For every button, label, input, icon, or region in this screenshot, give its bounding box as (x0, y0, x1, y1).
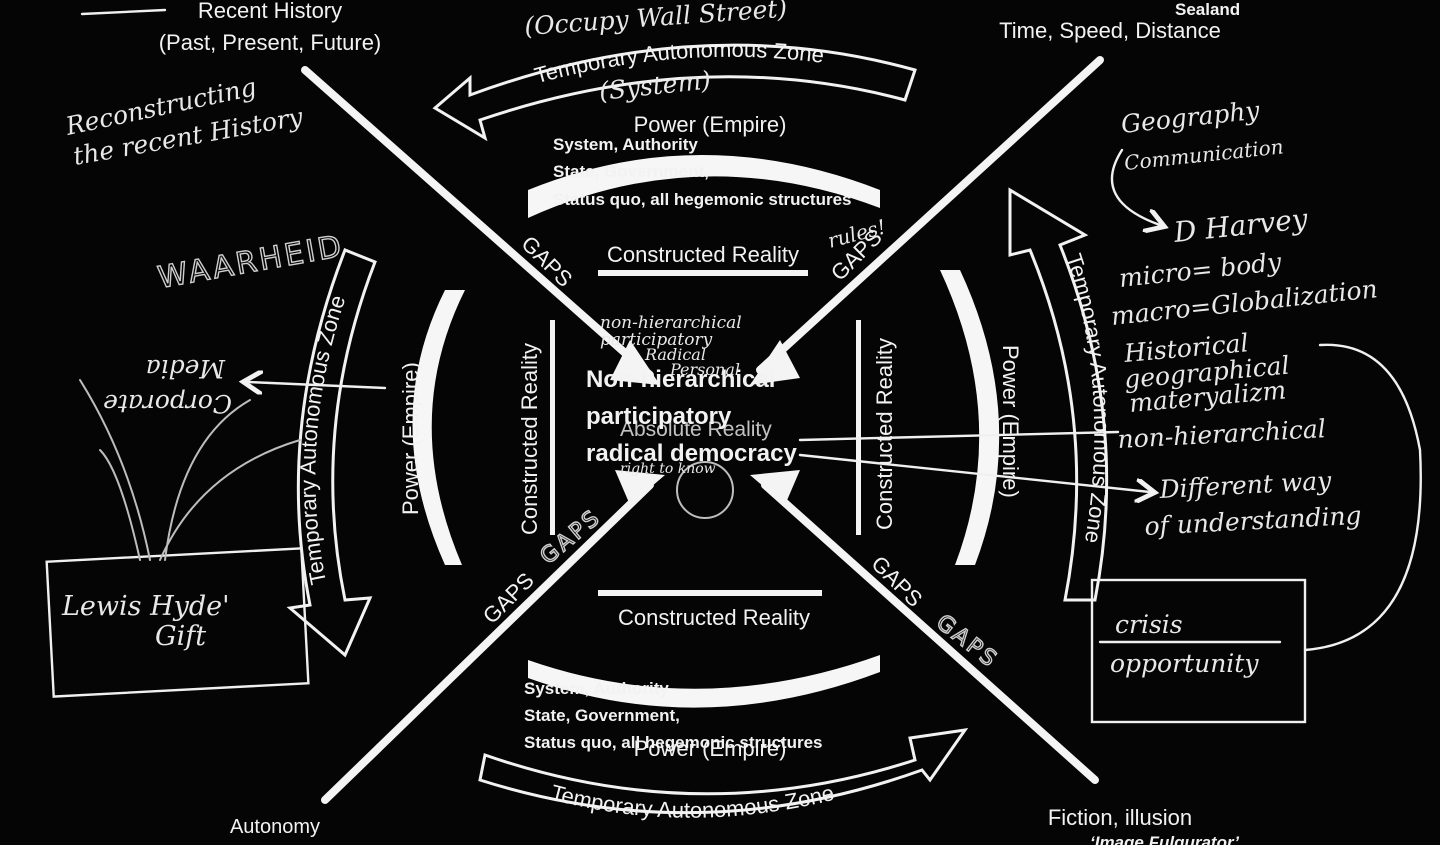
svg-text:Different way: Different way (1158, 466, 1333, 504)
taz-arrow-right (1008, 187, 1109, 602)
top-left-dash (80, 8, 167, 16)
line-to-nonhier (798, 430, 1120, 442)
note-nonhier-small: non-hierarchical participatory Radical P… (600, 313, 742, 379)
svg-text:Status quo, all hegemonic stru: Status quo, all hegemonic structures (524, 733, 823, 752)
taz-arrow-left (286, 248, 377, 658)
power-label-left: Power (Empire) (398, 362, 423, 515)
svg-text:System, Authority: System, Authority (553, 135, 698, 154)
svg-text:non-hierarchical: non-hierarchical (600, 313, 742, 333)
svg-text:radical democracy: radical democracy (586, 440, 797, 467)
svg-text:Status quo, all hegemonic stru: Status quo, all hegemonic structures (553, 190, 852, 209)
constructed-bar-bottom (598, 590, 822, 596)
svg-text:System, Authority: System, Authority (524, 679, 669, 698)
taz-label-right: Temporary Autonomous Zone (1061, 251, 1114, 546)
power-bracket-bottom (528, 655, 880, 708)
svg-text:Radical: Radical (644, 345, 706, 364)
note-corporate: Corporate (103, 389, 232, 418)
arrowhead-tl (610, 340, 660, 385)
diagonal-line-tl (301, 66, 654, 379)
arrow-to-different-way (798, 453, 1150, 492)
svg-text:non-hierarchical: non-hierarchical (1117, 414, 1327, 454)
note-media: Media (146, 354, 226, 383)
constructed-bar-right (856, 320, 861, 535)
arrowhead-bl (615, 470, 665, 505)
note-lewis-hyde: Lewis Hyde' (61, 591, 230, 622)
absolute-reality: Absolute Reality (620, 418, 772, 441)
taz-arrow-bottom (478, 728, 969, 815)
svg-text:of understanding: of understanding (1144, 501, 1362, 541)
taz-arrow-top (432, 43, 917, 142)
note-occupy: (Occupy Wall Street) (523, 0, 788, 41)
diagonal-line-tr (756, 56, 1104, 374)
constructed-label-top: Constructed Reality (607, 242, 799, 267)
taz-label-left: Temporary Autonomous Zone (295, 292, 350, 587)
power-label-right: Power (Empire) (998, 345, 1023, 498)
system-block-top: System, Authority State, Government, Sta… (553, 135, 852, 209)
corner-top-right: Time, Speed, Distance (999, 18, 1221, 43)
power-bracket-right (940, 270, 1000, 565)
power-bracket-top (528, 155, 880, 218)
chalk-sprouts (79, 379, 301, 561)
note-gift: Gift (155, 621, 206, 652)
note-right-to-know: right to know (620, 461, 716, 477)
svg-text:Personal: Personal (669, 360, 740, 379)
system-block-bottom: System, Authority State, Government, Sta… (524, 679, 823, 752)
svg-text:State, Government,: State, Government, (524, 706, 680, 725)
note-crisis: crisis (1115, 610, 1183, 639)
corner-bottom-right-partial: ‘Image Fulgurator’ (1090, 833, 1239, 845)
diagonal-line-br (761, 481, 1099, 784)
svg-text:Geography: Geography (1120, 96, 1262, 139)
right-notes: Geography Communication D Harvey micro= … (1110, 96, 1379, 541)
svg-text:Communication: Communication (1123, 134, 1285, 175)
arrow-to-media (248, 382, 387, 388)
corner-bottom-right: Fiction, illusion (1048, 805, 1192, 830)
constructed-label-left: Constructed Reality (517, 343, 542, 535)
constructed-label-bottom: Constructed Reality (618, 605, 810, 630)
crisis-loop (1303, 343, 1422, 652)
note-waarheid: WAARHEID (155, 229, 346, 296)
constructed-bar-top (598, 270, 808, 276)
corner-top-right-partial: Sealand (1175, 0, 1240, 19)
svg-text:participatory: participatory (586, 403, 732, 430)
svg-text:D Harvey: D Harvey (1171, 202, 1310, 249)
note-opportunity: opportunity (1110, 649, 1259, 678)
arrow-geography (1110, 148, 1160, 225)
corner-top-left-line2: (Past, Present, Future) (159, 30, 382, 55)
svg-text:Non-hierarchical: Non-hierarchical (586, 366, 775, 393)
corner-bottom-left: Autonomy (230, 816, 320, 838)
svg-text:participatory: participatory (600, 330, 713, 350)
svg-text:State, Government,: State, Government, (553, 162, 709, 181)
corner-top-left-line1: Recent History (198, 0, 342, 23)
constructed-bar-left (550, 320, 555, 535)
power-label-bottom: Power (Empire) (634, 736, 787, 761)
taz-label-bottom: Temporary Autonomous Zone (548, 780, 836, 823)
power-bracket-left (412, 290, 465, 565)
lewis-hyde-box (45, 547, 310, 698)
diagonal-line-bl (321, 481, 654, 804)
arrowhead-tr (750, 340, 800, 385)
power-label-top: Power (Empire) (634, 112, 787, 137)
note-system: (System) (598, 65, 713, 106)
constructed-label-right: Constructed Reality (872, 338, 897, 530)
arrowhead-br (750, 470, 800, 505)
center-text: Non-hierarchical participatory radical d… (586, 366, 797, 467)
center-chalk-circle (676, 461, 734, 519)
